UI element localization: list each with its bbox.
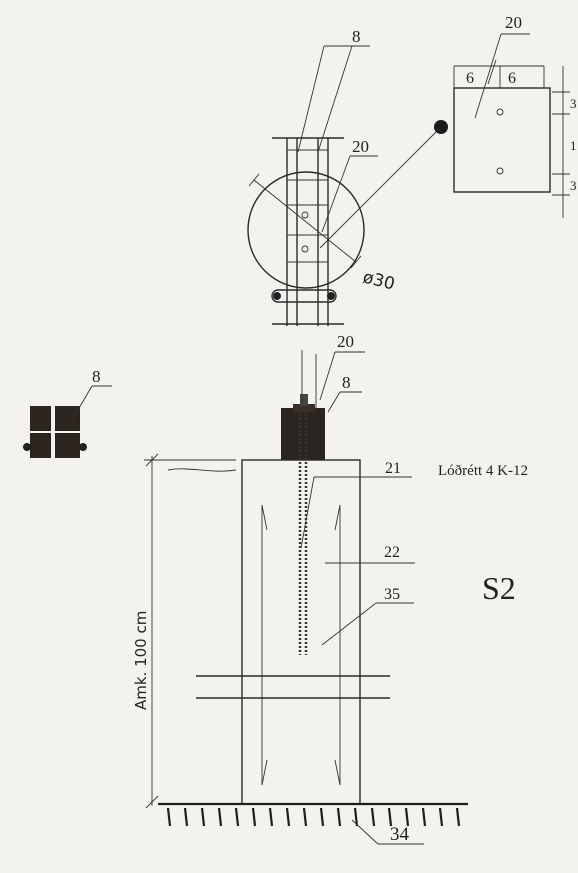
elevation-view: Amk. 100 cm 20 8 21 22 35 34: [132, 332, 468, 845]
base-plate-block: [281, 408, 325, 460]
label-bolt-top: 8: [352, 27, 361, 46]
detail-marker: [434, 120, 448, 134]
plate-detail: 20 6 6 3 1 3: [453, 13, 577, 218]
pole-circle: [247, 171, 365, 289]
label-pole-diameter: ø30: [361, 267, 397, 294]
label-anchor-rod: 21: [385, 460, 401, 477]
label-bolt-elevation: 8: [342, 373, 351, 392]
label-depth-dimension: Amk. 100 cm: [132, 611, 150, 710]
rebar-note: Lóðrétt 4 K-12: [438, 463, 528, 479]
label-plate-side: 20: [505, 13, 522, 32]
label-plate-height-bot: 3: [570, 178, 577, 193]
ground-hatch: [166, 807, 461, 827]
label-ground: 34: [390, 824, 410, 845]
drawing-title: S2: [482, 570, 516, 606]
washer-detail: 8: [23, 367, 112, 458]
label-washer: 8: [92, 367, 101, 386]
label-plate-width-left: 6: [466, 70, 474, 87]
label-plate-height-mid: 1: [570, 138, 577, 153]
label-plate-height-top: 3: [570, 96, 577, 111]
label-concrete: 35: [384, 586, 400, 603]
label-plate-width-right: 6: [508, 70, 516, 87]
label-plate-top: 20: [352, 137, 369, 156]
top-view: 8 20 ø30: [247, 27, 448, 326]
label-plate-elevation: 20: [337, 332, 354, 351]
label-rebar: 22: [384, 544, 400, 561]
